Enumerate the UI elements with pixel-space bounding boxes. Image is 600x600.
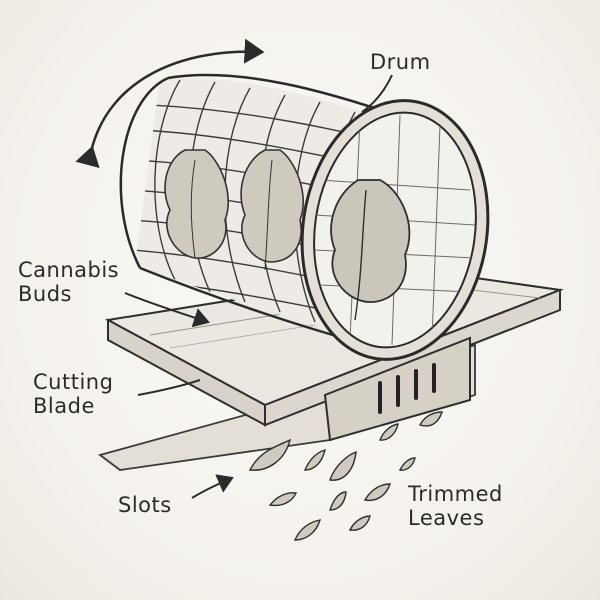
leaf (398, 457, 416, 471)
cannabis-bud (164, 149, 229, 259)
leaf (293, 519, 322, 541)
leaf (329, 491, 347, 511)
drum-leader (361, 74, 393, 113)
cannabis-buds-label: Cannabis Buds (18, 258, 120, 306)
leaf (248, 438, 292, 471)
leaf (268, 492, 298, 507)
trimmed-leaves (248, 411, 443, 541)
rotation-arrow (75, 38, 265, 169)
leaf (329, 450, 357, 481)
cutting-blade-label: Cutting Blade (33, 370, 114, 418)
buds-leader (124, 292, 210, 328)
leaf (303, 449, 326, 471)
leaf (419, 411, 443, 427)
slots-label: Slots (118, 493, 172, 517)
drum-label: Drum (370, 50, 431, 74)
trimmed-leaves-label: Trimmed Leaves (408, 482, 503, 530)
drum (119, 73, 490, 361)
leaf (379, 423, 399, 441)
slot-housing (323, 336, 471, 442)
leaf (363, 483, 391, 502)
cannabis-bud (330, 179, 411, 321)
cannabis-bud (240, 149, 304, 271)
blade-leader (137, 379, 201, 396)
slots-leader (191, 474, 234, 499)
leaf (348, 515, 371, 531)
